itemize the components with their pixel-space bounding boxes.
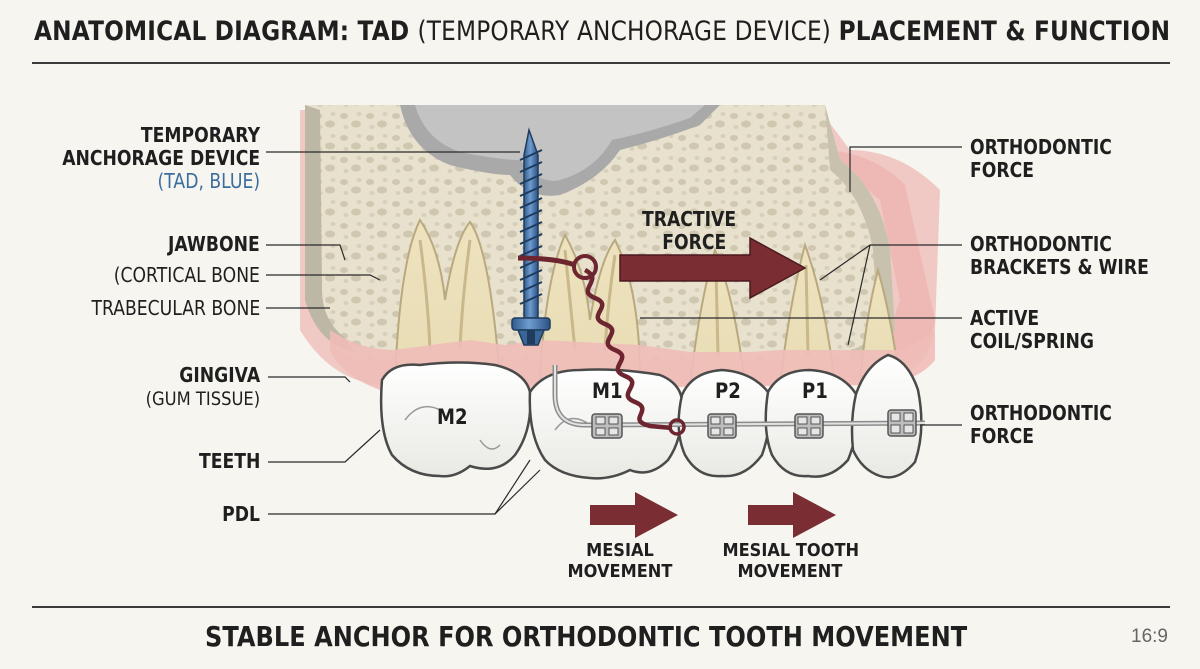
- cortical-bone-label: (CORTICAL BONE: [113, 263, 260, 287]
- tractive-force-arrow: [619, 236, 807, 300]
- teeth-label: TEETH: [198, 449, 260, 473]
- tad-screw: [511, 127, 551, 346]
- coil-spring: [583, 267, 673, 431]
- tooth-label-p1: P1: [802, 379, 828, 403]
- orthodontic-force-top-label: ORTHODONTIC FORCE: [970, 135, 1112, 182]
- page-title: ANATOMICAL DIAGRAM: TAD (TEMPORARY ANCHO…: [34, 16, 1170, 47]
- title-part-2: (TEMPORARY ANCHORAGE DEVICE): [417, 16, 839, 47]
- title-part-1: ANATOMICAL DIAGRAM: TAD: [34, 16, 418, 47]
- aspect-ratio-badge: 16:9: [1131, 626, 1168, 647]
- jawbone-label: JAWBONE: [168, 232, 260, 256]
- brackets-wire-label: ORTHODONTIC BRACKETS & WIRE: [970, 232, 1149, 279]
- cortical-bone: [305, 105, 355, 352]
- tooth-canine: [850, 353, 923, 479]
- title-part-3: PLACEMENT & FUNCTION: [838, 16, 1171, 47]
- tooth-label-m1: M1: [592, 379, 623, 403]
- tractive-force-label: TRACTIVE FORCE: [642, 207, 737, 254]
- mesial-tooth-movement-arrow: [748, 492, 836, 538]
- gingiva-label: GINGIVA (GUM TISSUE): [145, 363, 260, 411]
- pdl-label: PDL: [222, 502, 260, 526]
- footer-caption: STABLE ANCHOR FOR ORTHODONTIC TOOTH MOVE…: [205, 620, 968, 653]
- trabecular-bone-label: TRABECULAR BONE: [91, 296, 260, 320]
- tad-label: TEMPORARY ANCHORAGE DEVICE (TAD, BLUE): [62, 123, 260, 193]
- title-divider: [32, 62, 1170, 64]
- orthodontic-force-bottom-label: ORTHODONTIC FORCE: [970, 401, 1112, 448]
- mesial-movement-arrow: [590, 492, 678, 538]
- tooth-label-p2: P2: [715, 379, 741, 403]
- mesial-movement-label: MESIAL MOVEMENT: [567, 540, 673, 582]
- coil-spring-label: ACTIVE COIL/SPRING: [970, 306, 1095, 353]
- mesial-tooth-movement-label: MESIAL TOOTH MOVEMENT: [722, 540, 860, 582]
- tooth-m2: [379, 361, 532, 478]
- footer-divider: [32, 606, 1170, 608]
- tooth-label-m2: M2: [437, 405, 468, 429]
- gingiva-right: [820, 150, 935, 370]
